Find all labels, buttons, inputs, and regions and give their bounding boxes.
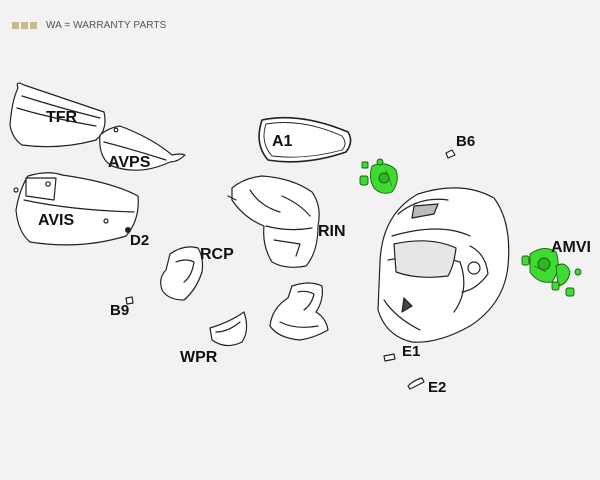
label-b6: B6 (456, 133, 476, 150)
legend-swatch-2 (21, 21, 28, 29)
part-helmet-shell[interactable] (377, 187, 510, 343)
part-a1[interactable] (258, 116, 352, 163)
part-wpr[interactable] (209, 311, 248, 347)
part-cheek-pad-right[interactable] (269, 282, 329, 341)
label-rcp: RCP (200, 246, 234, 263)
label-e1: E1 (402, 343, 421, 360)
legend-text: WA = WARRANTY PARTS (46, 19, 167, 31)
warranty-mechanism-upper[interactable] (359, 158, 398, 194)
part-e1[interactable] (383, 353, 396, 362)
label-a1: A1 (272, 133, 293, 150)
label-wpr: WPR (180, 349, 218, 366)
label-e2: E2 (428, 379, 447, 396)
part-rin[interactable] (227, 175, 320, 268)
part-tfr[interactable] (9, 82, 106, 148)
label-b9: B9 (110, 302, 130, 319)
label-amvi: AMVI (551, 239, 591, 256)
part-d2[interactable] (124, 227, 131, 234)
part-b6[interactable] (445, 149, 456, 159)
label-avps: AVPS (108, 154, 151, 171)
label-rin: RIN (318, 223, 346, 240)
part-rcp[interactable] (160, 246, 204, 301)
label-avis: AVIS (38, 212, 75, 229)
legend: WA = WARRANTY PARTS (12, 18, 166, 32)
part-avis[interactable] (13, 172, 139, 246)
part-avps[interactable] (99, 125, 186, 171)
label-d2: D2 (130, 232, 150, 249)
part-e2[interactable] (407, 377, 425, 390)
label-tfr: TFR (46, 109, 78, 126)
leader-lines (385, 169, 547, 273)
legend-swatch-1 (12, 21, 19, 29)
warranty-mechanism-amvi[interactable] (521, 248, 582, 297)
part-b9[interactable] (125, 296, 134, 305)
legend-swatch-3 (30, 21, 37, 29)
